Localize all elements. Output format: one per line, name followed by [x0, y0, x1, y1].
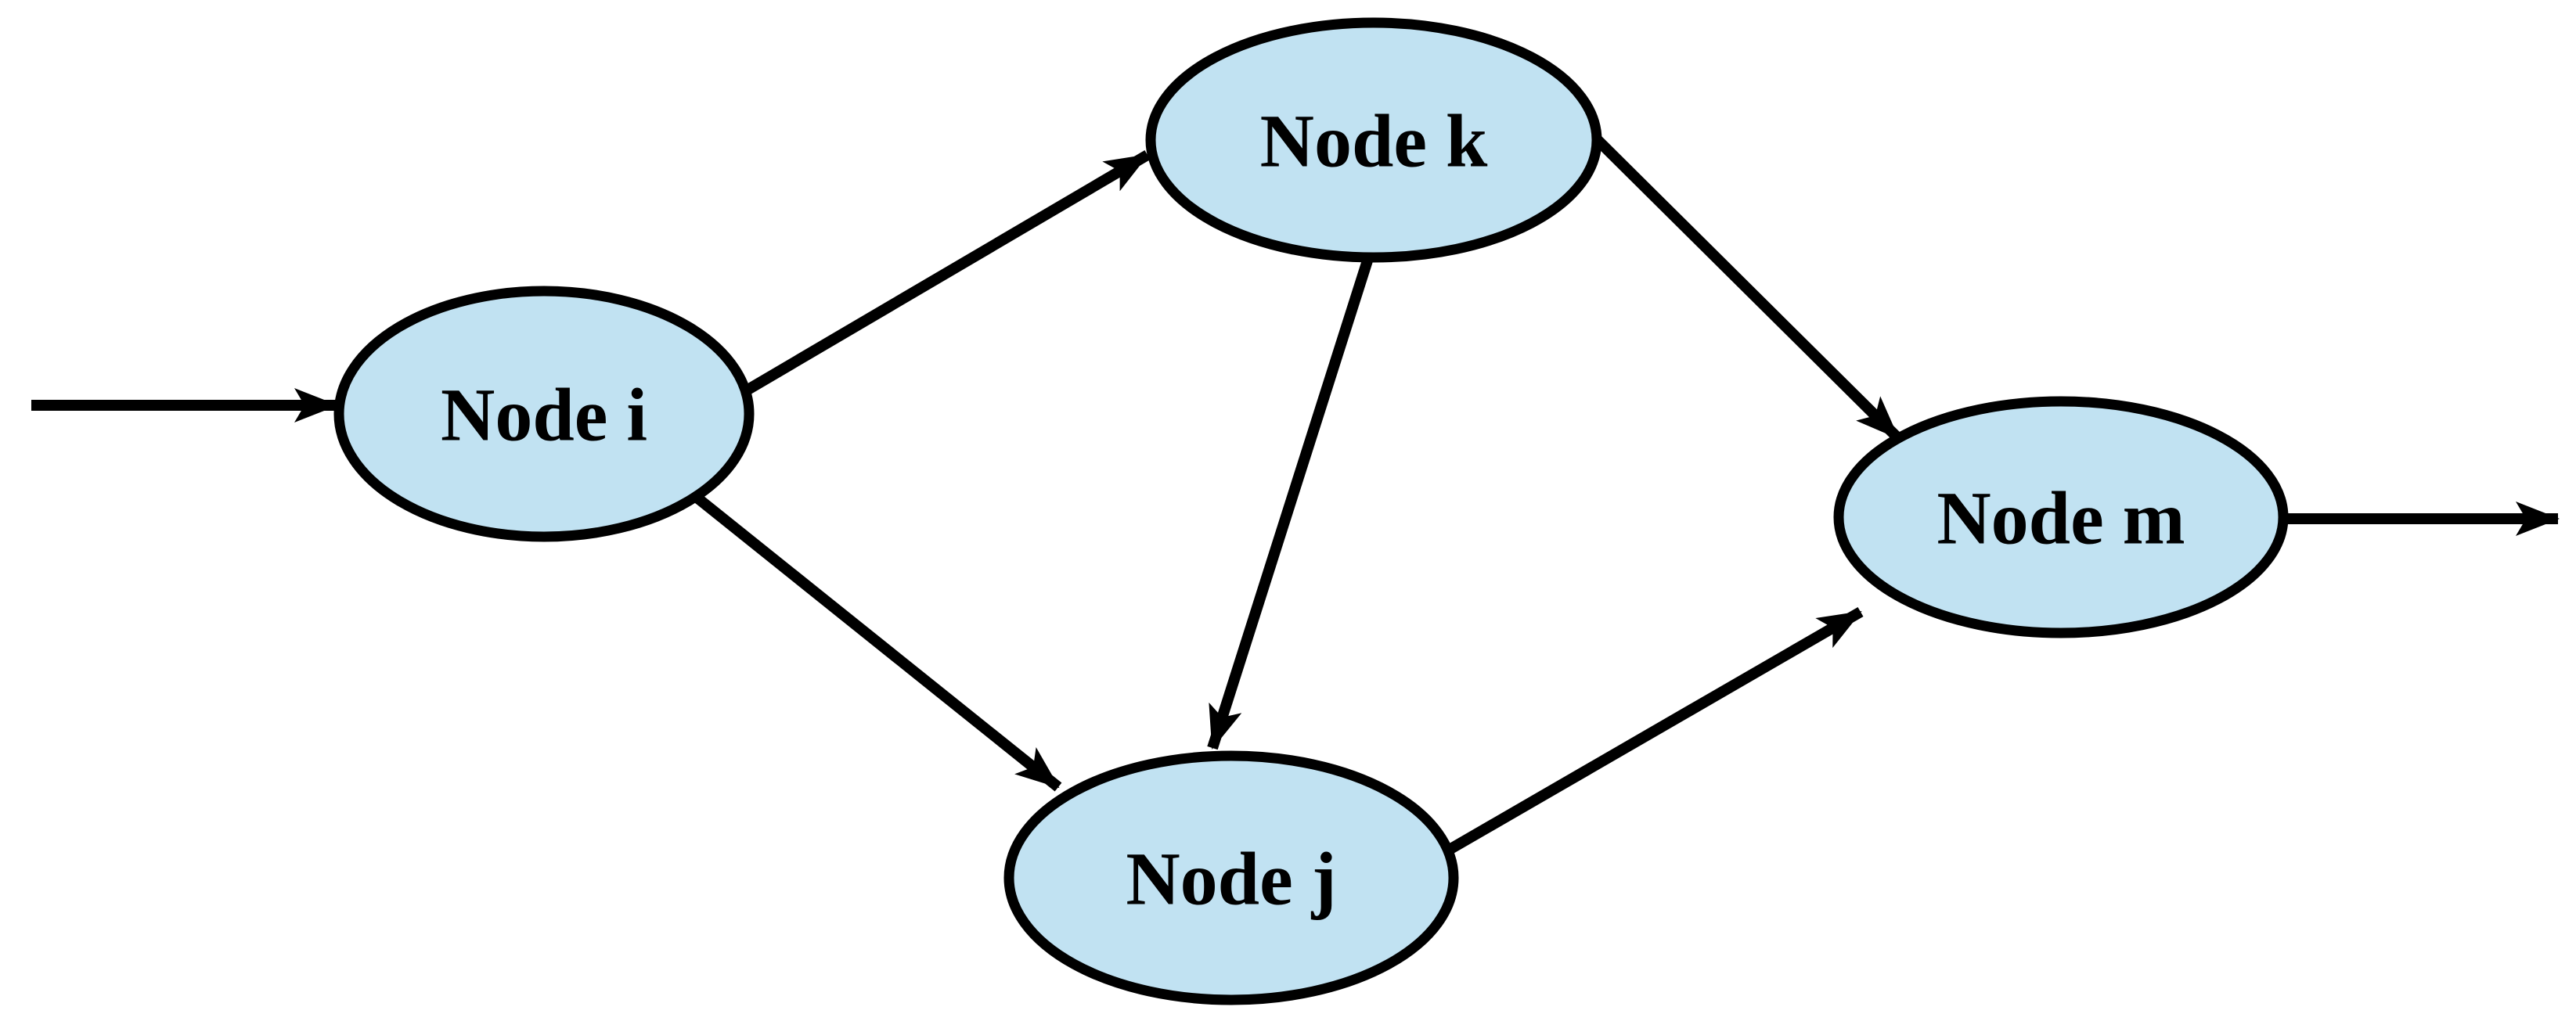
edge-k-m-arrow: [1587, 129, 1902, 442]
node-j-shape: [1003, 750, 1459, 1005]
node-m-shape: [1833, 396, 2289, 638]
node-i-label: Node i: [441, 373, 647, 457]
edge-i-j-arrow: [676, 479, 1062, 792]
node-k-label: Node k: [1260, 99, 1488, 183]
node-i-shape: [333, 286, 755, 542]
edge-i-k-arrow: [729, 149, 1151, 405]
edge-j-m-arrow: [1443, 606, 1864, 857]
edges-layer: [31, 129, 2560, 857]
edge-k-j-arrow: [1207, 256, 1374, 750]
node-j: Node j: [1003, 750, 1459, 1005]
node-j-label: Node j: [1126, 837, 1336, 921]
node-m: Node m: [1833, 396, 2289, 638]
node-k: Node k: [1145, 17, 1602, 263]
node-m-label: Node m: [1937, 476, 2185, 560]
node-i: Node i: [333, 286, 755, 542]
node-k-shape: [1145, 17, 1602, 263]
nodes-layer: Node i Node k Node j Node m: [333, 17, 2289, 1005]
